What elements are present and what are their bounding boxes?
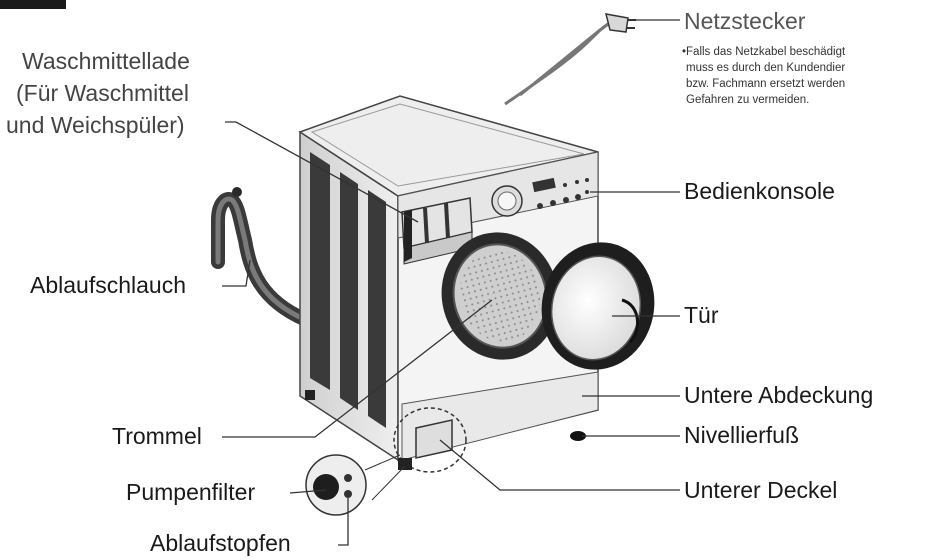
- power-cord: [504, 18, 617, 106]
- label-pumpenfilter: Pumpenfilter: [126, 479, 256, 505]
- label-trommel: Trommel: [112, 423, 202, 449]
- label-waschmittel-1: Waschmittellade: [22, 48, 190, 74]
- label-waschmittel-2: (Für Waschmittel: [16, 80, 189, 106]
- foot-rear: [305, 390, 315, 400]
- display: [532, 177, 556, 193]
- label-ablaufstopfen: Ablaufstopfen: [150, 530, 291, 556]
- service-lid-outline: [393, 407, 467, 473]
- label-waschmittel-3: und Weichspüler): [6, 112, 185, 138]
- label-unterer-deckel: Unterer Deckel: [684, 477, 838, 503]
- side-ribs: [310, 152, 386, 428]
- label-netz-note-3: bzw. Fachmann ersetzt werden: [686, 78, 846, 90]
- power-plug: [604, 13, 636, 33]
- panel-buttons: [537, 178, 589, 209]
- detergent-drawer: [401, 197, 473, 265]
- label-ablaufschlauch: Ablaufschlauch: [30, 272, 186, 298]
- label-netz-note-4: Gefahren zu vermeiden.: [686, 94, 810, 106]
- label-tuer: Tür: [684, 302, 719, 328]
- label-bedienkonsole: Bedienkonsole: [684, 178, 835, 204]
- corner-tab: [0, 0, 66, 9]
- label-netzstecker: Netzstecker: [684, 8, 806, 34]
- label-netz-note-2: muss es durch den Kundendier: [686, 62, 846, 74]
- foot-left: [398, 458, 412, 470]
- door: [541, 242, 655, 370]
- label-untere-abdeckung: Untere Abdeckung: [684, 382, 874, 408]
- pump-filter-inset: [305, 454, 406, 516]
- leader-lines: [222, 19, 680, 546]
- label-netz-note-1: •Falls das Netzkabel beschädigt: [682, 46, 846, 58]
- drain-hose: [211, 187, 313, 327]
- label-nivellierfuss: Nivellierfuß: [684, 422, 800, 448]
- drum: [441, 232, 559, 360]
- leveling-foot: [570, 431, 586, 441]
